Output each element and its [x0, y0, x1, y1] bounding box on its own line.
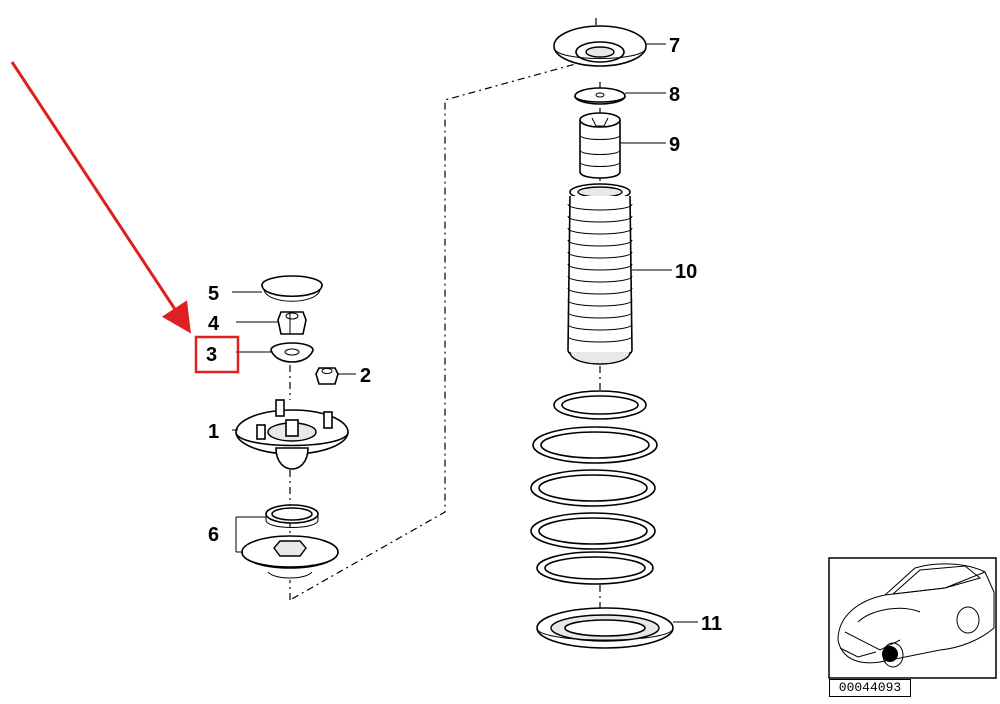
callout-9: 9: [669, 134, 680, 156]
red-pointer-arrow: [10, 61, 191, 334]
part-5-cap: [261, 275, 323, 302]
callout-1: 1: [208, 421, 219, 443]
coil-spring: [530, 390, 658, 585]
callout-5: 5: [208, 283, 219, 305]
callout-4: 4: [208, 313, 220, 335]
callout-3: 3: [206, 344, 217, 366]
part-3-highlight-box: [194, 335, 240, 374]
part-2-nut: [315, 367, 339, 385]
part-8-support-washer: [574, 87, 626, 105]
callout-10: 10: [675, 261, 697, 283]
vehicle-location-thumbnail: [828, 557, 997, 679]
callout-11: 11: [701, 613, 722, 635]
reference-code: 00044093: [829, 679, 911, 697]
part-6-bearing-ring: [265, 504, 319, 528]
callout-6: 6: [208, 524, 219, 546]
part-4-nut: [277, 311, 307, 335]
part-11-lower-spring-pad: [536, 607, 674, 649]
part-10-protective-boot: [567, 183, 633, 365]
part-9-bump-stop: [579, 112, 621, 179]
part-6-lower-plate: [241, 535, 339, 579]
location-marker-dot: [882, 646, 898, 662]
callout-8: 8: [669, 84, 680, 106]
callout-2: 2: [360, 365, 371, 387]
part-1-strut-mount: [235, 399, 349, 470]
part-7-upper-spring-seat: [553, 25, 647, 67]
callout-7: 7: [669, 35, 680, 57]
part-3-washer-cup: [270, 342, 314, 363]
